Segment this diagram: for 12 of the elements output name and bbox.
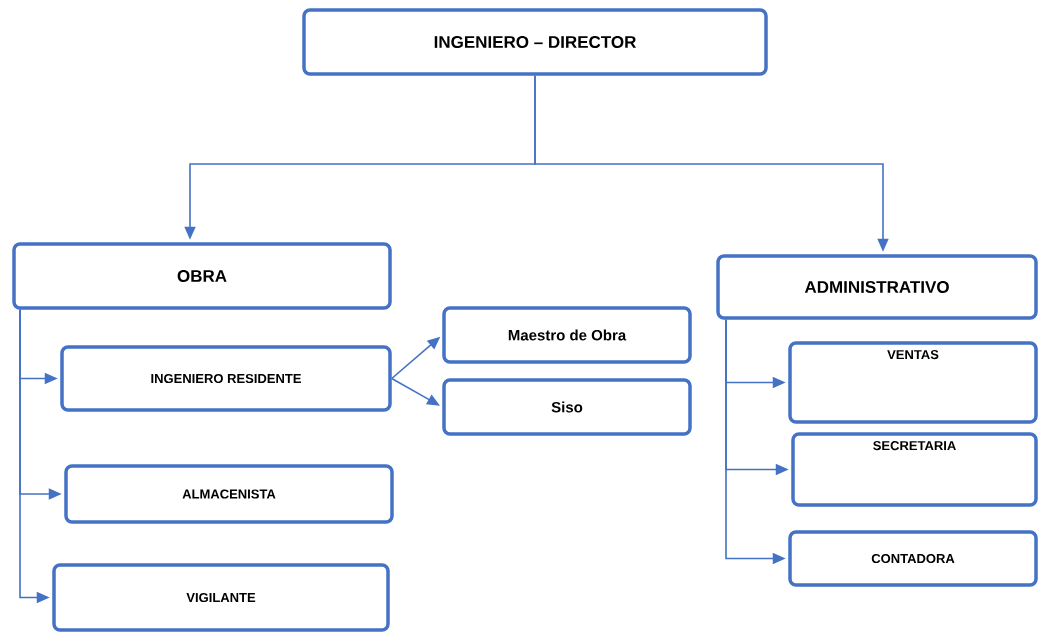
role-box: SECRETARIA: [791, 432, 1038, 507]
role-box: VIGILANTE: [52, 563, 390, 632]
role-box: Maestro de Obra: [442, 306, 692, 364]
role-box: INGENIERO RESIDENTE: [60, 345, 392, 412]
role-box: CONTADORA: [788, 530, 1038, 587]
arrow: [390, 377, 440, 406]
director-box: INGENIERO – DIRECTOR: [302, 8, 768, 76]
department-box: OBRA: [12, 242, 392, 310]
role-box: VENTAS: [788, 341, 1038, 424]
role-box: ALMACENISTA: [64, 464, 394, 524]
department-box: ADMINISTRATIVO: [716, 254, 1038, 320]
role-box: Siso: [442, 378, 692, 436]
